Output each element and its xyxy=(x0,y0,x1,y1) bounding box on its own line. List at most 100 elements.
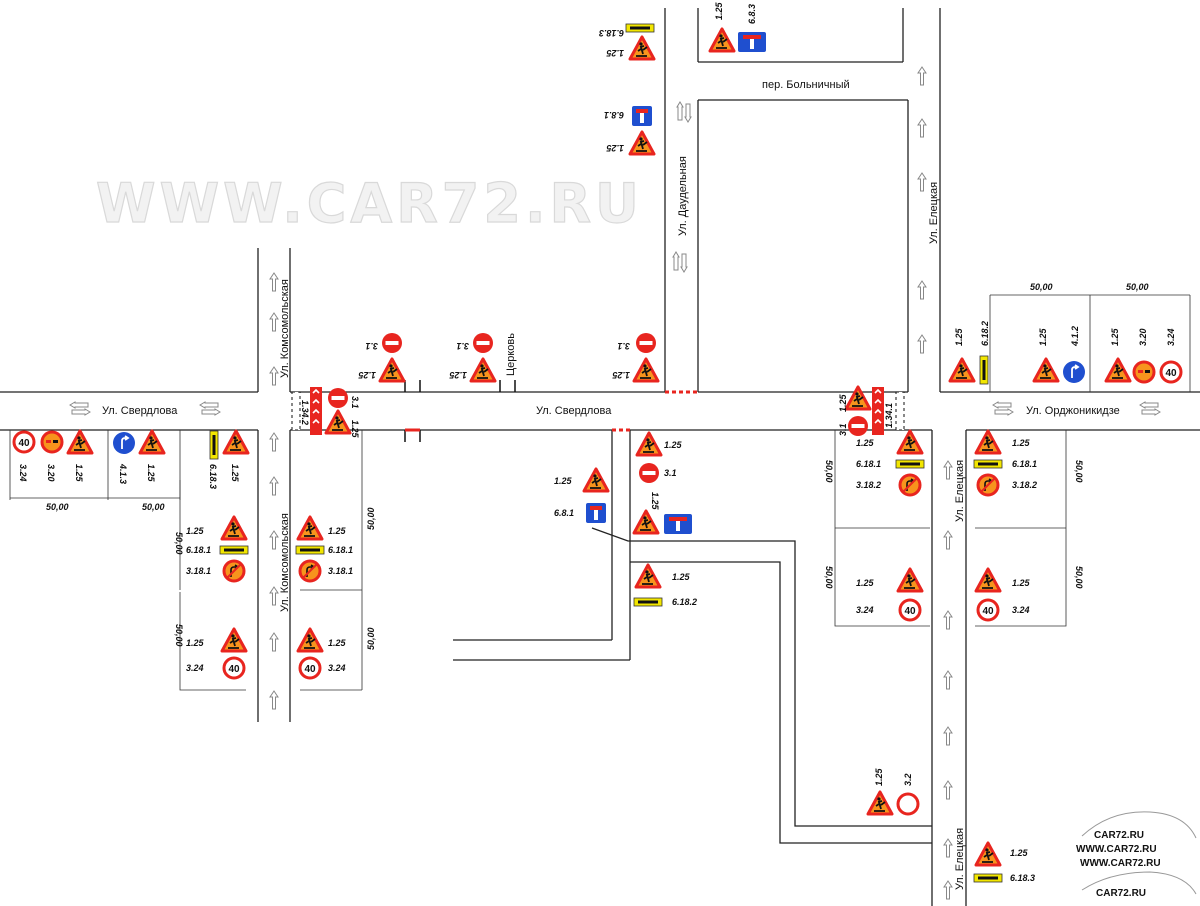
blue-direction-sign xyxy=(112,431,136,455)
sign-code-label: 6.8.1 xyxy=(604,110,624,120)
sign-code-label: 3.1 xyxy=(617,341,630,351)
sign-code-label: 1.25 xyxy=(146,464,156,483)
sign-code-label: 1.25 xyxy=(650,492,660,511)
chevron-barrier-sign xyxy=(309,386,323,436)
detour-sign xyxy=(973,873,1003,883)
dimension-50-vert-5: 50,00 xyxy=(824,460,834,483)
sign-code-label: 6.18.2 xyxy=(672,597,697,607)
detour-sign xyxy=(973,459,1003,469)
street-label-sverdlova-center: Ул. Свердлова xyxy=(536,405,612,417)
sign-code-label: 1.25 xyxy=(230,464,240,483)
sign-code-label: 6.8.1 xyxy=(554,508,574,518)
no-entry-sign xyxy=(636,333,656,353)
street-label-eletskaya-bottom: Ул. Елецкая xyxy=(954,828,966,890)
sign-code-label: 3.1 xyxy=(365,341,378,351)
sign-code-label: 3.24 xyxy=(18,464,28,482)
street-label-ordzhonikidze: Ул. Орджоникидзе xyxy=(1026,405,1120,417)
road-work-sign xyxy=(896,429,924,455)
dimension-50-vert-3: 50,00 xyxy=(366,507,376,530)
sign-code-label: 3.24 xyxy=(1166,328,1176,346)
sign-code-label: 3.1 xyxy=(664,468,677,478)
sign-code-label: 6.18.3 xyxy=(1010,873,1035,883)
road-work-sign xyxy=(469,357,497,383)
road-network xyxy=(0,8,1200,906)
logo-text: WWW.CAR72.RU xyxy=(1076,844,1157,855)
road-work-sign xyxy=(220,627,248,653)
sign-code-label: 6.18.3 xyxy=(208,464,218,489)
road-work-sign xyxy=(866,790,894,816)
road-work-sign xyxy=(66,429,94,455)
logo-text: CAR72.RU xyxy=(1094,830,1144,841)
detour-sign xyxy=(633,597,663,607)
road-work-sign xyxy=(296,627,324,653)
sign-code-label: 4.1.3 xyxy=(118,463,128,484)
speed-limit-sign xyxy=(976,598,1000,622)
road-work-sign xyxy=(844,385,872,411)
detour-sign xyxy=(209,430,219,460)
speed-limit-sign xyxy=(12,430,36,454)
sign-code-label: 1.34.2 xyxy=(300,400,310,425)
road-work-sign xyxy=(974,841,1002,867)
dimension-50-vert-8: 50,00 xyxy=(1074,566,1084,589)
sign-code-label: 1.25 xyxy=(874,767,884,786)
sign-code-label: 1.25 xyxy=(350,420,360,439)
no-turn-sign xyxy=(298,559,322,583)
road-work-sign xyxy=(296,515,324,541)
road-work-sign xyxy=(222,429,250,455)
logo-text: CAR72.RU xyxy=(1096,888,1146,899)
dimension-50-vert-6: 50,00 xyxy=(824,566,834,589)
no-entry-sign xyxy=(328,388,348,408)
dimension-lines xyxy=(9,294,1191,691)
sign-code-label: 3.20 xyxy=(1138,328,1148,346)
road-work-sign xyxy=(1032,357,1060,383)
chevron-barrier-sign xyxy=(871,386,885,436)
sign-code-label: 6.18.1 xyxy=(1012,459,1037,469)
road-work-sign xyxy=(138,429,166,455)
road-work-sign xyxy=(635,431,663,457)
sign-code-label: 6.18.2 xyxy=(980,321,990,346)
road-work-sign xyxy=(582,467,610,493)
sign-code-label: 3.18.1 xyxy=(328,566,353,576)
dead-end-sign xyxy=(632,106,652,126)
sign-code-label: 1.25 xyxy=(1010,848,1029,858)
street-label-bolnichny: пер. Больничный xyxy=(762,79,850,91)
dimension-50-vert-4: 50,00 xyxy=(366,627,376,650)
dead-end-sign xyxy=(738,32,766,52)
sign-code-label: 1.25 xyxy=(672,572,691,582)
no-entry-sign xyxy=(639,463,659,483)
sign-code-label: 3.24 xyxy=(1012,605,1030,615)
sign-code-label: 3.18.2 xyxy=(856,480,881,490)
road-work-sign xyxy=(632,357,660,383)
sign-code-label: 1.25 xyxy=(856,438,875,448)
sign-code-label: 1.25 xyxy=(954,327,964,346)
blue-direction-sign xyxy=(1062,360,1086,384)
car72-logo: CAR72.RU WWW.CAR72.RU WWW.CAR72.RU CAR72… xyxy=(1076,811,1197,899)
no-turn-sign xyxy=(898,473,922,497)
no-overtaking-sign xyxy=(40,430,64,454)
sign-code-label: 1.25 xyxy=(1038,327,1048,346)
sign-code-label: 1.25 xyxy=(74,464,84,483)
speed-limit-sign xyxy=(1159,360,1183,384)
sign-code-label: 1.25 xyxy=(357,370,376,380)
sign-code-label: 1.25 xyxy=(186,526,205,536)
sign-code-label: 3.24 xyxy=(186,663,204,673)
sign-code-label: 3.18.1 xyxy=(186,566,211,576)
detour-sign xyxy=(219,545,249,555)
street-label-eletskaya-top: Ул. Елецкая xyxy=(928,182,940,244)
sign-code-label: 1.25 xyxy=(186,638,205,648)
road-work-sign xyxy=(948,357,976,383)
sign-code-label: 3.20 xyxy=(46,464,56,482)
dimension-50-bottom-left-2: 50,00 xyxy=(142,502,165,512)
road-work-sign xyxy=(1104,357,1132,383)
speed-limit-sign xyxy=(222,656,246,680)
detour-sign xyxy=(625,23,655,33)
dimension-50-vert-1: 50,00 xyxy=(174,532,184,555)
sign-code-label: 1.25 xyxy=(1110,327,1120,346)
church-label: Церковь xyxy=(505,333,517,376)
sign-code-label: 1.25 xyxy=(856,578,875,588)
sign-code-label: 1.25 xyxy=(605,48,624,58)
road-work-sign xyxy=(220,515,248,541)
dimension-50-bottom-left-1: 50,00 xyxy=(46,502,69,512)
street-label-eletskaya-mid: Ул. Елецкая xyxy=(954,460,966,522)
